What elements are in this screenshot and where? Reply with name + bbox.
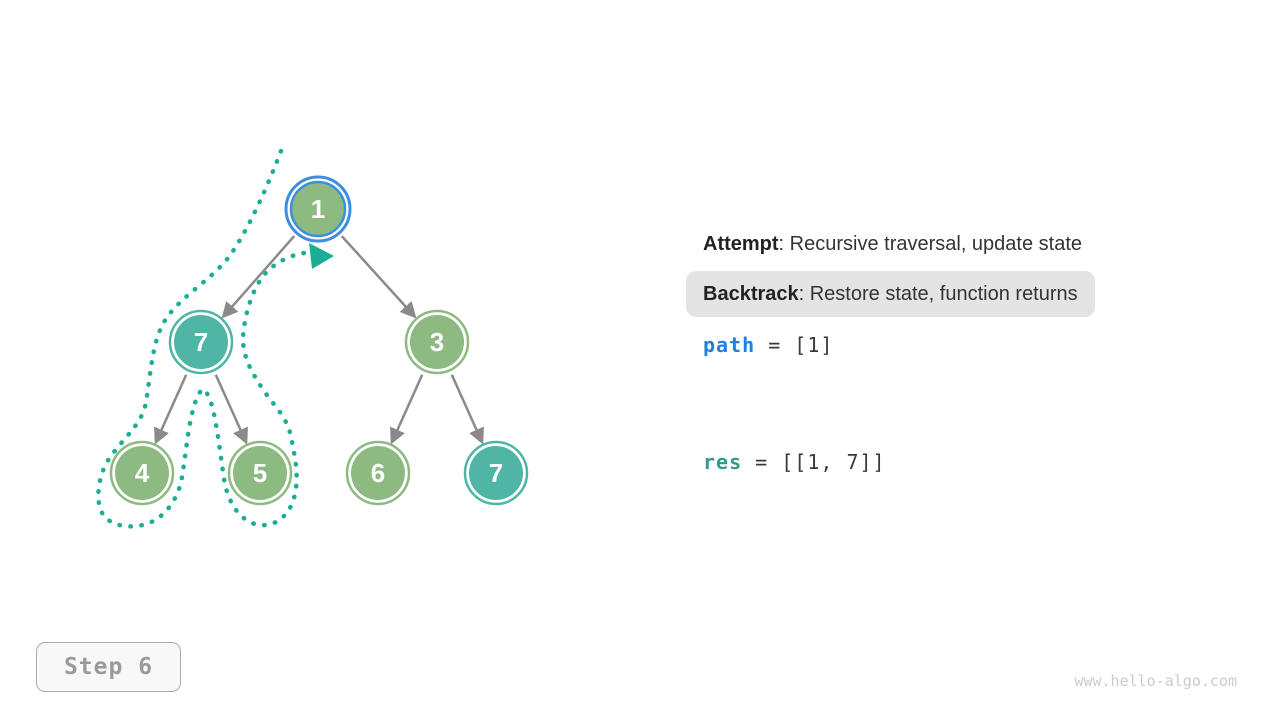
node-value: 1 (311, 194, 325, 224)
attempt-desc: : Recursive traversal, update state (778, 233, 1083, 255)
path-variable-name: path (703, 333, 756, 357)
tree-node-5: 5 (227, 440, 293, 506)
node-value: 7 (194, 327, 208, 357)
watermark: www.hello-algo.com (1074, 672, 1237, 690)
backtrack-term: Backtrack (703, 283, 799, 305)
node-value: 5 (253, 458, 267, 488)
edge-3-7 (450, 374, 484, 445)
tree-node-7-right: 7 (463, 440, 529, 506)
backtrack-trace-path (96, 148, 307, 529)
attempt-legend-line: Attempt: Recursive traversal, update sta… (703, 231, 1082, 257)
tree-node-1-current: 1 (284, 175, 352, 243)
path-variable-value: = [1] (768, 333, 834, 357)
node-value: 3 (430, 327, 444, 357)
backtrack-legend-highlight: Backtrack: Restore state, function retur… (686, 271, 1095, 317)
res-variable-name: res (703, 450, 743, 474)
tree-node-3: 3 (404, 309, 470, 375)
edge-7-4 (154, 374, 188, 445)
attempt-term: Attempt (703, 233, 779, 255)
res-variable-line: res = [[1, 7]] (703, 450, 886, 474)
edge-7-5 (214, 374, 248, 445)
edge-3-6 (390, 374, 424, 445)
tree-node-4: 4 (109, 440, 175, 506)
node-value: 7 (489, 458, 503, 488)
backtrack-trace-arrowhead (309, 243, 334, 269)
res-variable-value: = [[1, 7]] (755, 450, 886, 474)
node-value: 6 (371, 458, 385, 488)
tree-node-7-left: 7 (168, 309, 234, 375)
backtrack-desc: : Restore state, function returns (798, 283, 1078, 305)
path-variable-line: path = [1] (703, 333, 833, 357)
tree-edges (154, 235, 484, 445)
step-label: Step 6 (63, 654, 154, 680)
edge-1-3 (340, 235, 417, 319)
node-value: 4 (135, 458, 150, 488)
edge-1-7 (221, 235, 296, 319)
tree-node-6: 6 (345, 440, 411, 506)
step-badge: Step 6 (36, 642, 181, 692)
